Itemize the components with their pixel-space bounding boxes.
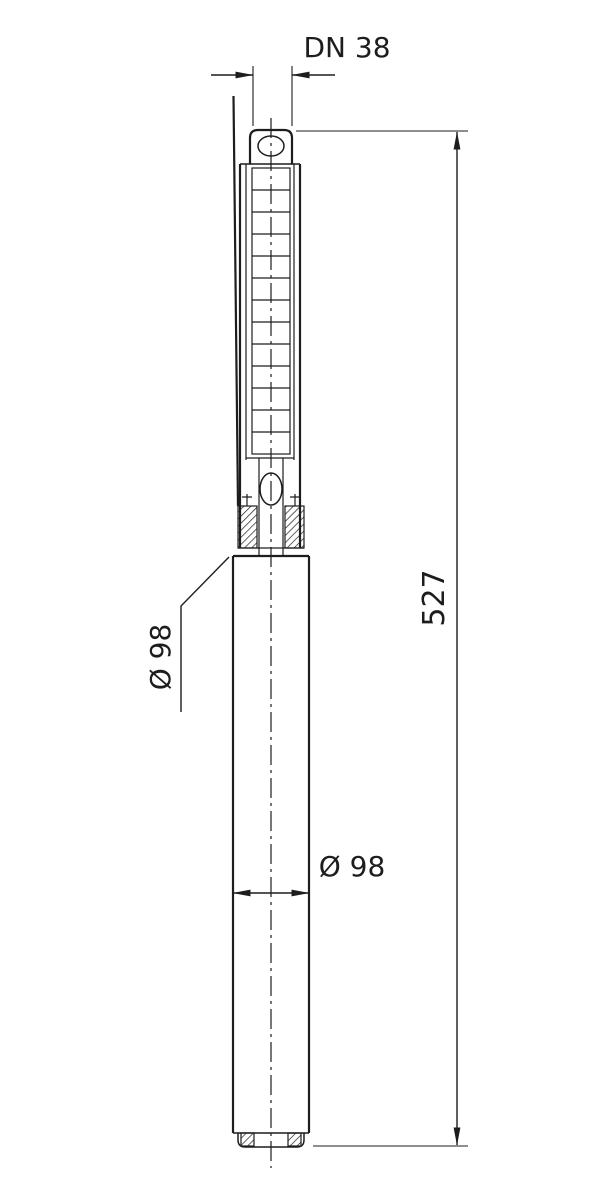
clamp-left: [237, 505, 258, 549]
motor-body: [231, 554, 311, 1148]
dimension-height-527: 527: [296, 130, 468, 1147]
dimension-diameter-lower: Ø 98: [232, 850, 386, 897]
cable-guard-line: [232, 95, 240, 507]
clamp-blocks: [237, 494, 305, 549]
diameter-lower-label: Ø 98: [319, 850, 386, 883]
dn38-extension-lines: [252, 66, 293, 126]
upper-outer-walls: [238, 164, 302, 548]
bottom-foot-left: [240, 1132, 255, 1147]
strainer-grid-rungs: [252, 189, 290, 433]
motor-body-walls: [231, 556, 311, 1133]
suction-port-oval: [259, 472, 283, 506]
dimension-diameter-upper: Ø 98: [144, 556, 230, 712]
diameter-upper-label: Ø 98: [144, 624, 177, 691]
dimension-dn38: DN 38: [211, 31, 391, 126]
bottom-cap-outline: [237, 1133, 305, 1148]
strainer-grid-border: [251, 167, 291, 455]
diameter-upper-leader-line: [180, 556, 230, 712]
strainer-grid: [251, 167, 291, 455]
bottom-foot-right: [287, 1132, 302, 1147]
upper-inner-walls: [245, 164, 295, 460]
clamp-bolts: [242, 494, 300, 506]
discharge-port-ellipse: [257, 135, 285, 157]
pump-head-cap-outline: [248, 128, 294, 164]
pump-head: [240, 128, 300, 165]
inner-discharge-walls: [258, 458, 284, 556]
pump-upper-section: [238, 164, 302, 556]
clamp-right: [284, 505, 305, 549]
dn38-label: DN 38: [303, 31, 390, 64]
height-extension-lines: [296, 130, 468, 1147]
height-label: 527: [417, 569, 452, 626]
